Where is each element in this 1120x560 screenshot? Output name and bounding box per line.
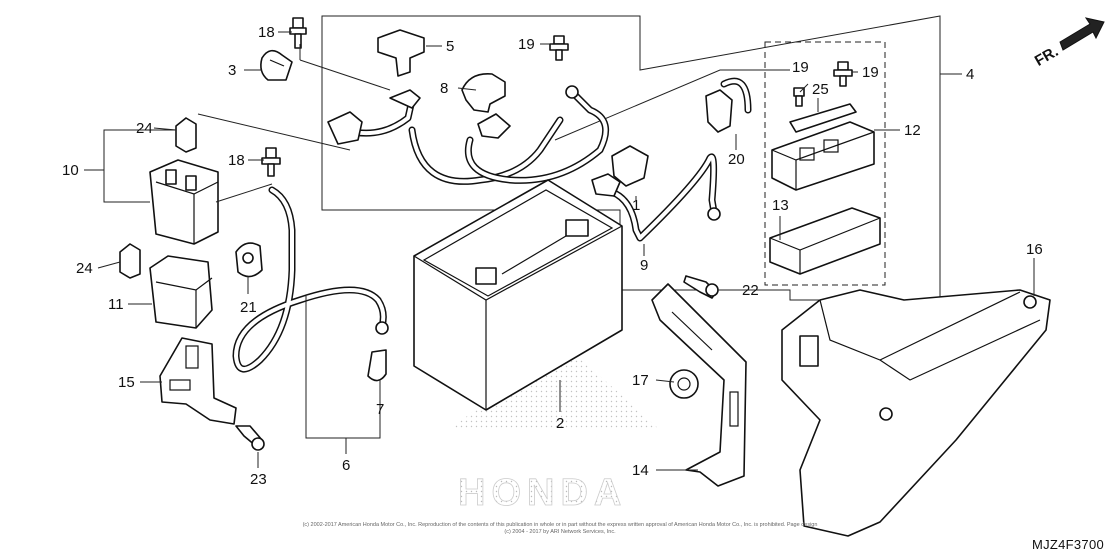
terminal-cover-1[interactable] xyxy=(611,145,649,187)
bolt-22[interactable] xyxy=(683,275,719,299)
bolt-23[interactable] xyxy=(235,425,265,451)
callout-16: 16 xyxy=(1026,241,1043,258)
callout-5: 5 xyxy=(446,38,454,55)
bolt-18-top[interactable] xyxy=(289,17,307,49)
callout-8: 8 xyxy=(440,80,448,97)
callout-1: 1 xyxy=(632,197,640,214)
callout-21: 21 xyxy=(240,299,257,316)
plate-25[interactable] xyxy=(789,103,857,133)
callout-12: 12 xyxy=(904,122,921,139)
callout-24: 24 xyxy=(136,120,153,137)
callout-19: 19 xyxy=(862,64,879,81)
callout-9: 9 xyxy=(640,257,648,274)
relay-cover-11[interactable] xyxy=(149,255,213,329)
bolt-19-top[interactable] xyxy=(549,35,569,61)
side-cover-16[interactable] xyxy=(781,289,1051,537)
callout-17: 17 xyxy=(632,372,649,389)
holder-21[interactable] xyxy=(235,242,263,278)
callout-4: 4 xyxy=(966,66,974,83)
grommet-17[interactable] xyxy=(669,369,699,399)
honda-watermark: HONDA xyxy=(450,340,660,514)
leader-lines xyxy=(84,31,1035,471)
terminal-cap-7[interactable] xyxy=(367,349,387,382)
starter-relay-10[interactable] xyxy=(149,159,219,245)
callout-10: 10 xyxy=(62,162,79,179)
bolt-19-right[interactable] xyxy=(833,61,853,87)
terminal-cap-8[interactable] xyxy=(461,73,506,113)
battery-2[interactable] xyxy=(413,179,623,411)
bracket-15[interactable] xyxy=(159,337,237,425)
callout-20: 20 xyxy=(728,151,745,168)
bolt-19-left[interactable] xyxy=(793,87,805,107)
positive-cable-9[interactable] xyxy=(591,153,721,242)
callout-2: 2 xyxy=(556,415,564,432)
terminal-cover-5[interactable] xyxy=(377,29,425,77)
callout-11: 11 xyxy=(108,296,124,313)
front-direction-arrow[interactable]: FR. xyxy=(1032,17,1105,70)
battery-bracket-14[interactable] xyxy=(651,283,747,487)
callout-24: 24 xyxy=(76,260,93,277)
callout-14: 14 xyxy=(632,462,649,479)
callout-18: 18 xyxy=(258,24,275,41)
copyright-notice: (c) 2002-2017 American Honda Motor Co., … xyxy=(302,522,818,535)
negative-cable-6[interactable] xyxy=(232,186,389,373)
fuse-24-lower[interactable] xyxy=(119,243,141,279)
fuse-box-cover-13[interactable] xyxy=(769,207,881,275)
callout-23: 23 xyxy=(250,471,267,488)
callout-18: 18 xyxy=(228,152,245,169)
bolt-18-mid[interactable] xyxy=(261,147,281,177)
main-harness-wires xyxy=(327,85,610,185)
callout-15: 15 xyxy=(118,374,135,391)
callout-22: 22 xyxy=(742,282,759,299)
fuse-box-12[interactable] xyxy=(771,121,875,191)
diagram-code: MJZ4F3700 xyxy=(1031,537,1104,552)
callout-13: 13 xyxy=(772,197,789,214)
callout-25: 25 xyxy=(812,81,829,98)
callout-6: 6 xyxy=(342,457,350,474)
callout-7: 7 xyxy=(376,401,384,418)
callout-19: 19 xyxy=(792,59,809,76)
clip-20[interactable] xyxy=(705,77,752,133)
callout-3: 3 xyxy=(228,62,236,79)
callout-19: 19 xyxy=(518,36,535,53)
fuse-24-top[interactable] xyxy=(175,117,197,153)
front-label: FR. xyxy=(1032,43,1061,70)
clamp-3[interactable] xyxy=(260,49,293,81)
watermark-text: HONDA xyxy=(458,472,627,514)
callout-labels: 18 3 5 8 19 24 10 18 24 11 21 15 23 6 7 … xyxy=(62,24,1043,488)
